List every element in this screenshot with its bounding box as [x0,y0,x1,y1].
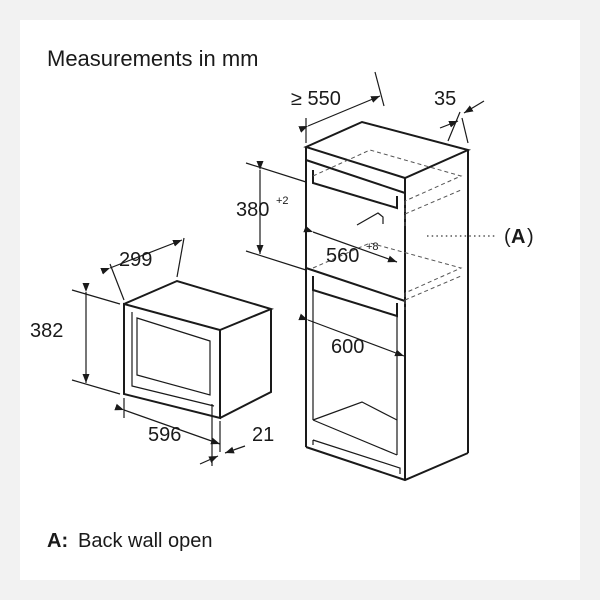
diagram-title: Measurements in mm [47,46,259,71]
label-niche-width-tol: +8 [366,241,379,253]
legend-text: Back wall open [78,530,213,552]
appliance-dimensions [71,237,246,466]
label-niche-height: 380 [236,199,269,221]
callout-a: ( A ) [504,226,534,248]
label-rear-gap: 35 [434,88,456,110]
cabinet-drawing [303,120,497,482]
label-front-depth: 21 [252,424,274,446]
callout-a-marker: A [511,226,525,248]
label-appliance-depth: 299 [119,249,152,271]
label-cabinet-inner-width: 600 [331,336,364,358]
svg-text:): ) [527,226,534,248]
svg-text:(: ( [504,226,511,248]
cabinet-dimensions [245,71,485,357]
label-cabinet-depth: ≥ 550 [291,88,341,110]
appliance-drawing [123,279,274,420]
label-niche-width: 560 [326,245,359,267]
label-appliance-height: 382 [30,320,63,342]
legend-key: A: [47,530,68,552]
label-niche-height-tol: +2 [276,195,289,207]
label-appliance-width: 596 [148,424,181,446]
